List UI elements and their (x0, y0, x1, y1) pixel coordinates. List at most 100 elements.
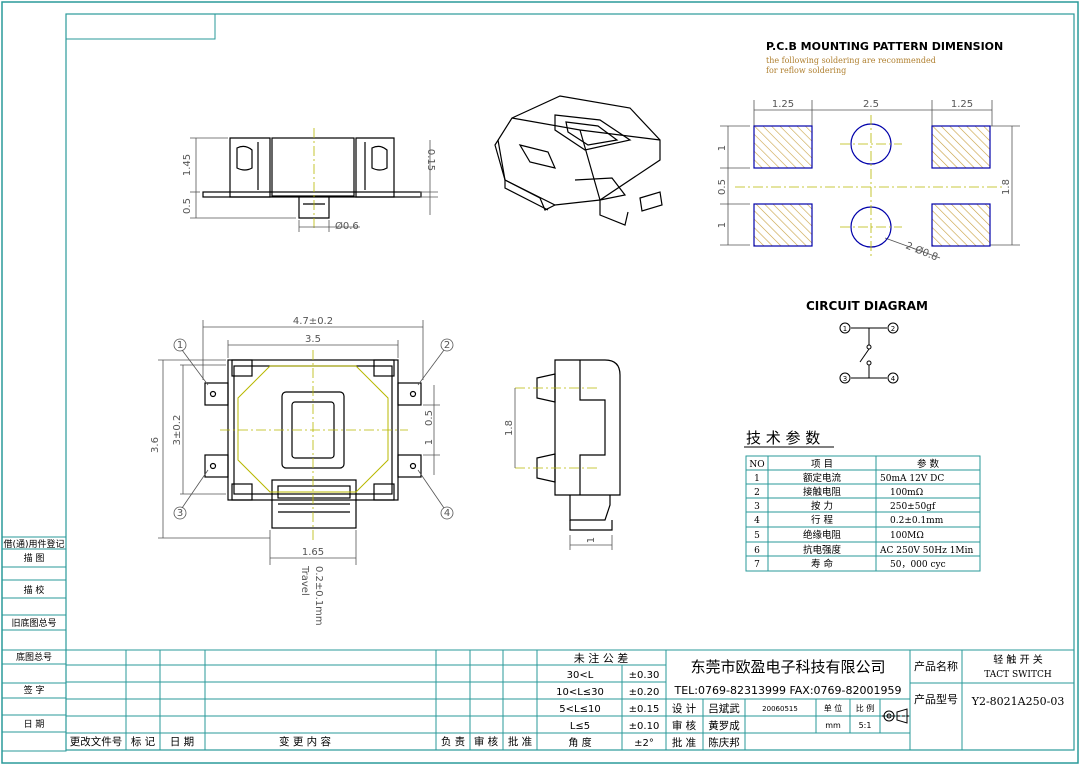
rev-header-date: 日 期 (170, 736, 194, 748)
top-dim-w-inner: 3.5 (305, 334, 321, 345)
spec-row-1-no: 1 (754, 474, 760, 484)
pcb-dim-left: 1.25 (772, 99, 794, 110)
pcb-note-1: the following soldering are recommended (766, 56, 936, 65)
side-view-dims (190, 137, 438, 232)
scale-value: 5:1 (859, 721, 872, 730)
product-name-cn: 轻 触 开 关 (993, 653, 1043, 666)
pcb-dim-v-total: 1.8 (1001, 179, 1012, 195)
pcb-dim-mid: 2.5 (863, 99, 879, 110)
spec-row-6-item: 抗电强度 (803, 544, 842, 556)
inner-frame (65, 13, 1075, 751)
product-model-label: 产品型号 (914, 692, 958, 706)
side-view-drawing (202, 137, 422, 219)
top-dim-travel-label: Travel (299, 565, 310, 596)
side-dim-h3: 0.15 (425, 149, 436, 171)
pcb-dim-right: 1.25 (951, 99, 973, 110)
spec-row-2-no: 2 (754, 488, 760, 498)
top-dim-pad2: 1 (424, 439, 435, 445)
rev-header-responsible: 负 责 (441, 735, 465, 748)
tol-range-4: L≤5 (570, 721, 590, 732)
side-dim-pin: Ø0.6 (335, 220, 359, 232)
tol-range-1: 30<L (567, 670, 594, 681)
callout-2: 2 (444, 340, 450, 351)
tol-value-2: ±0.20 (629, 687, 660, 698)
projection-symbol-icon (882, 708, 909, 724)
spec-row-6-param: AC 250V 50Hz 1Min (879, 546, 974, 556)
top-dim-pad: 0.5 (424, 410, 435, 426)
callout-4: 4 (444, 508, 450, 519)
isometric-view-drawing (494, 95, 663, 226)
top-dim-actuator: 1.65 (302, 547, 324, 558)
pcb-dim-v-bot: 1 (717, 222, 728, 228)
margin-label-old-number: 旧底图总号 (11, 617, 56, 629)
margin-label-date: 日 期 (24, 719, 45, 730)
pcb-pad-1 (753, 125, 813, 169)
spec-row-3-param: 250±50gf (890, 502, 936, 512)
pcb-pad-4 (931, 203, 991, 247)
spec-header-param: 参 数 (917, 458, 940, 470)
rev-header-content: 变 更 内 容 (279, 735, 332, 748)
circuit-title: CIRCUIT DIAGRAM (806, 299, 928, 313)
product-name-en: TACT SWITCH (984, 670, 1052, 680)
margin-label-trace: 描 图 (24, 552, 45, 564)
title-block-grid (66, 649, 1074, 750)
callout-3: 3 (177, 508, 183, 519)
tol-range-2: 10<L≤30 (556, 687, 604, 698)
rev-header-file: 更改文件号 (70, 735, 123, 748)
spec-row-3-no: 3 (754, 502, 760, 512)
left-margin-table (1, 536, 67, 752)
tolerance-title: 未 注 公 差 (574, 651, 629, 665)
side-dim-h1: 1.45 (182, 154, 193, 176)
designer-name: 吕斌武 (708, 702, 740, 715)
scale-label: 比 例 (856, 703, 875, 713)
reviewer-name: 黄罗成 (708, 719, 740, 732)
top-dim-h-total: 3.6 (150, 437, 161, 453)
unit-label: 单 位 (824, 703, 843, 713)
pcb-pad-2 (931, 125, 991, 169)
rev-header-mark: 标 记 (131, 736, 156, 748)
rev-header-review: 审 核 (474, 735, 499, 748)
pcb-dim-v-mid: 0.5 (717, 179, 728, 195)
tol-value-3: ±0.15 (629, 704, 660, 715)
margin-label-base-number: 底图总号 (16, 651, 52, 663)
end-view-dims (514, 388, 613, 550)
spec-row-7-item: 寿 命 (811, 558, 834, 570)
spec-row-4-item: 行 程 (811, 514, 834, 526)
spec-row-7-param: 50，000 cyc (890, 560, 946, 570)
end-dim-h: 1.8 (504, 420, 515, 436)
end-dim-w: 1 (586, 537, 597, 543)
spec-row-1-param: 50mA 12V DC (880, 474, 944, 484)
pcb-note-2: for reflow soldering (766, 66, 846, 75)
top-dim-travel: 0.2±0.1mm (313, 566, 324, 626)
circuit-pin-2: 2 (891, 325, 895, 333)
spec-row-4-no: 4 (754, 516, 760, 526)
pcb-pattern (720, 100, 1020, 259)
approve-label: 批 准 (672, 736, 696, 749)
company-name: 东莞市欧盈电子科技有限公司 (690, 658, 885, 676)
spec-row-4-param: 0.2±0.1mm (890, 516, 944, 526)
end-view-centerlines (515, 387, 600, 469)
pcb-dim-v-top: 1 (717, 145, 728, 151)
tol-range-angle: 角 度 (568, 736, 591, 749)
pcb-pad-3 (753, 203, 813, 247)
top-dim-h-inner: 3±0.2 (172, 415, 183, 446)
product-model: Y2-8021A250-03 (971, 695, 1065, 708)
side-dim-h2: 0.5 (182, 198, 193, 214)
rev-header-approve: 批 准 (508, 735, 532, 748)
design-label: 设 计 (672, 702, 697, 715)
tol-value-angle: ±2° (634, 738, 654, 749)
pcb-title: P.C.B MOUNTING PATTERN DIMENSION (766, 40, 1003, 53)
design-date: 20060515 (762, 705, 798, 713)
circuit-symbol (839, 322, 899, 384)
spec-row-5-item: 绝缘电阻 (803, 529, 842, 541)
margin-label-borrow: 借(通)用件登记 (3, 538, 64, 550)
spec-row-1-item: 额定电流 (803, 472, 842, 484)
spec-row-5-no: 5 (754, 531, 760, 541)
spec-row-5-param: 100MΩ (890, 531, 924, 541)
company-contact: TEL:0769-82313999 FAX:0769-82001959 (674, 684, 902, 697)
spec-row-2-item: 接触电阻 (803, 486, 842, 498)
circuit-pin-1: 1 (843, 325, 847, 333)
top-view-actuator-outline (237, 365, 389, 493)
spec-row-2-param: 100mΩ (890, 488, 923, 498)
